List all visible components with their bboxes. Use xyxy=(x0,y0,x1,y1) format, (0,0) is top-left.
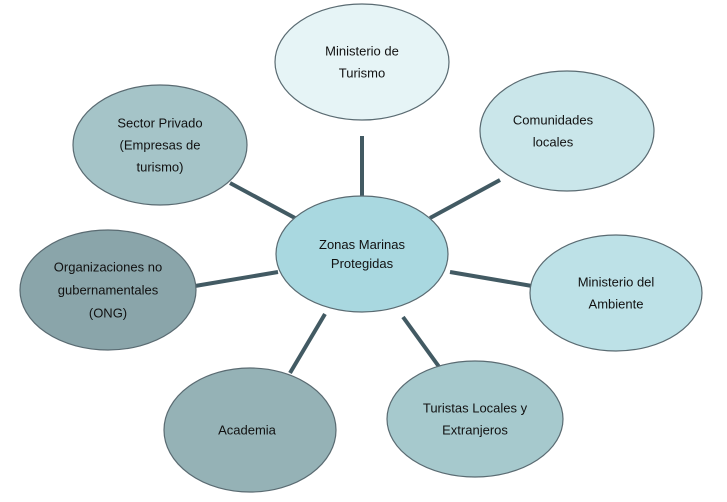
node-turistas-label-line-1: Turistas Locales y xyxy=(423,401,528,416)
node-turistas-ellipse xyxy=(386,360,564,478)
node-comunidades-locales-ellipse xyxy=(479,70,655,192)
node-academia-ellipse xyxy=(163,367,337,493)
node-academia-label-line-1: Academia xyxy=(218,423,277,438)
node-comunidades-locales-label-line-1: Comunidades xyxy=(513,113,594,128)
connector-lines xyxy=(194,136,533,377)
node-ministerio-turismo-label-line-2: Turismo xyxy=(339,66,385,81)
center-node-label-line-2: Protegidas xyxy=(331,256,394,271)
node-academia: Academia xyxy=(163,367,337,493)
node-comunidades-locales-label-line-2: locales xyxy=(533,135,574,150)
node-sector-privado: Sector Privado (Empresas de turismo) xyxy=(72,84,248,206)
node-sector-privado-label-line-1: Sector Privado xyxy=(117,116,202,131)
connector-ministerio-ambiente xyxy=(449,270,533,288)
node-ministerio-ambiente-label-line-2: Ambiente xyxy=(589,297,644,312)
node-ong-label-line-3: (ONG) xyxy=(89,306,127,321)
node-ong-ellipse xyxy=(19,229,197,351)
node-sector-privado-label-line-3: turismo) xyxy=(137,160,184,175)
node-ministerio-turismo-ellipse xyxy=(274,3,450,121)
node-ong: Organizaciones no gubernamentales (ONG) xyxy=(19,229,197,351)
connector-sector-privado xyxy=(229,181,296,220)
node-sector-privado-ellipse xyxy=(72,84,248,206)
node-turistas-label-line-2: Extranjeros xyxy=(442,423,508,438)
node-ministerio-turismo: Ministerio de Turismo xyxy=(274,3,450,121)
node-turistas: Turistas Locales y Extranjeros xyxy=(386,360,564,478)
node-ministerio-turismo-label-line-1: Ministerio de xyxy=(325,44,399,59)
node-ong-label-line-2: gubernamentales xyxy=(58,283,159,298)
node-ong-label-line-1: Organizaciones no xyxy=(54,260,162,275)
center-node-ellipse xyxy=(275,195,449,313)
center-node-label-line-1: Zonas Marinas xyxy=(319,237,405,252)
connector-ong xyxy=(194,270,279,288)
node-ministerio-ambiente-ellipse xyxy=(529,234,703,352)
node-sector-privado-label-line-2: (Empresas de xyxy=(120,138,201,153)
diagram-nodes: Ministerio deTurismoComunidadeslocalesMi… xyxy=(19,3,703,493)
connector-turistas xyxy=(401,315,447,377)
connector-comunidades-locales xyxy=(429,178,501,220)
node-ministerio-ambiente-label-line-1: Ministerio del xyxy=(578,275,655,290)
node-comunidades-locales: Comunidades locales xyxy=(479,70,655,192)
connector-academia xyxy=(288,312,327,375)
